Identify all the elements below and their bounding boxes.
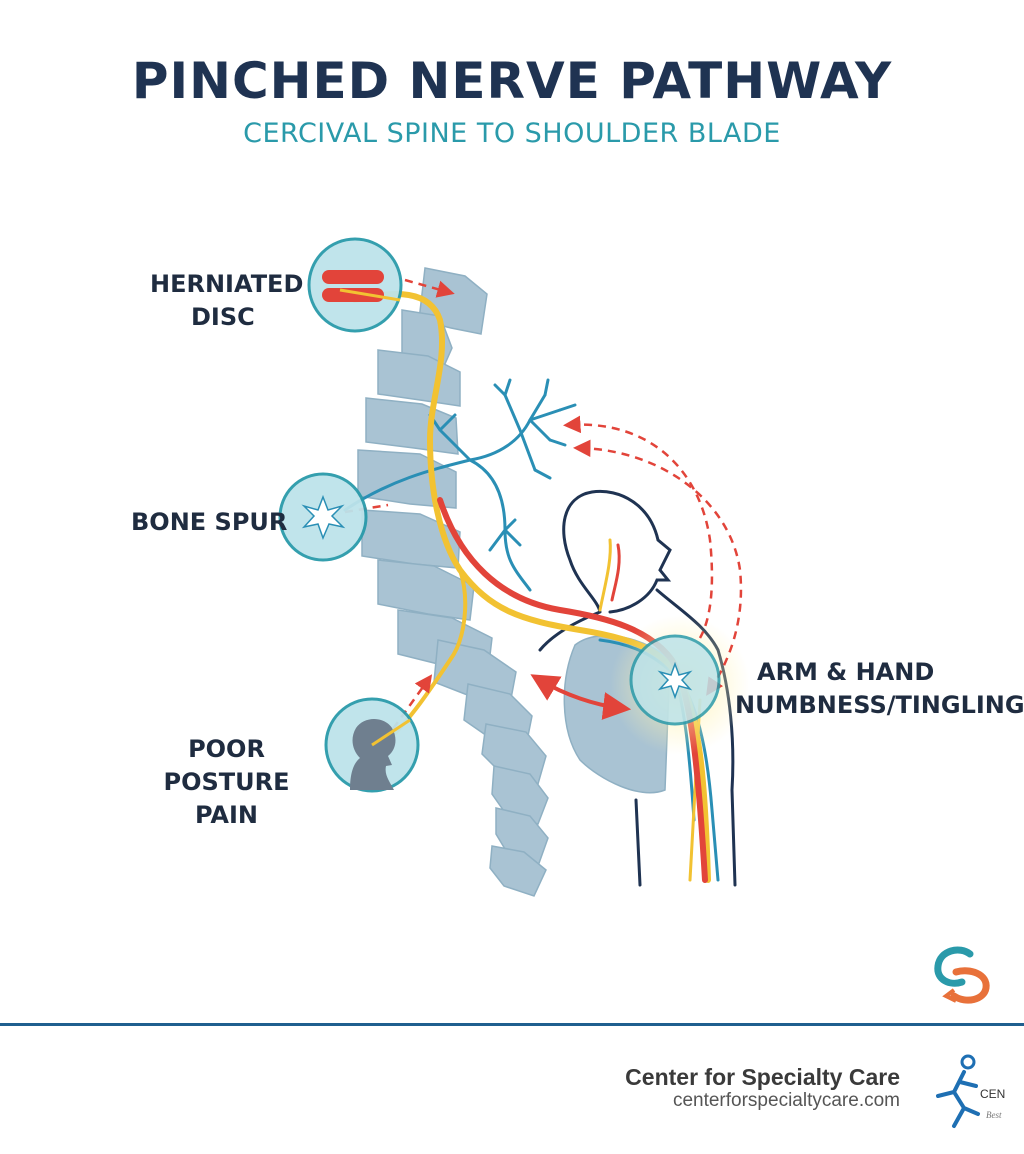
spine-vertebrae	[357, 267, 549, 897]
label-arm-numbness: ARM & HAND NUMBNESS/TINGLING	[735, 658, 1024, 719]
arm-callout	[629, 634, 721, 726]
footer-divider	[0, 1023, 1024, 1026]
herniated-disc-callout	[307, 237, 403, 333]
page-title: PINCHED NERVE PATHWAY	[131, 52, 893, 110]
brand-url[interactable]: centerforspecialtycare.com	[672, 1090, 900, 1111]
label-herniated-disc: HERNIATED DISC	[150, 270, 304, 331]
bone-spur-icon	[301, 494, 346, 541]
page-subtitle: CERCIVAL SPINE TO SHOULDER BLADE	[243, 118, 781, 149]
herniated-disc-icon	[322, 270, 384, 284]
posture-callout	[324, 697, 420, 793]
cs-logo-icon	[934, 946, 990, 1004]
numbness-icon	[657, 661, 693, 700]
double-arrow	[530, 674, 632, 720]
logo-text: CEN	[980, 1087, 1005, 1101]
runner-logo-icon: CEN Best	[936, 1054, 1005, 1128]
vertebra	[489, 845, 547, 897]
vertebra	[491, 765, 549, 825]
label-bone-spur: BONE SPUR	[131, 508, 288, 536]
logo-tagline: Best	[986, 1110, 1002, 1120]
label-poor-posture: POOR POSTURE PAIN	[163, 735, 290, 829]
vertebra	[377, 559, 475, 621]
brand-name: Center for Specialty Care	[625, 1064, 900, 1090]
bone-spur-callout	[278, 472, 368, 562]
